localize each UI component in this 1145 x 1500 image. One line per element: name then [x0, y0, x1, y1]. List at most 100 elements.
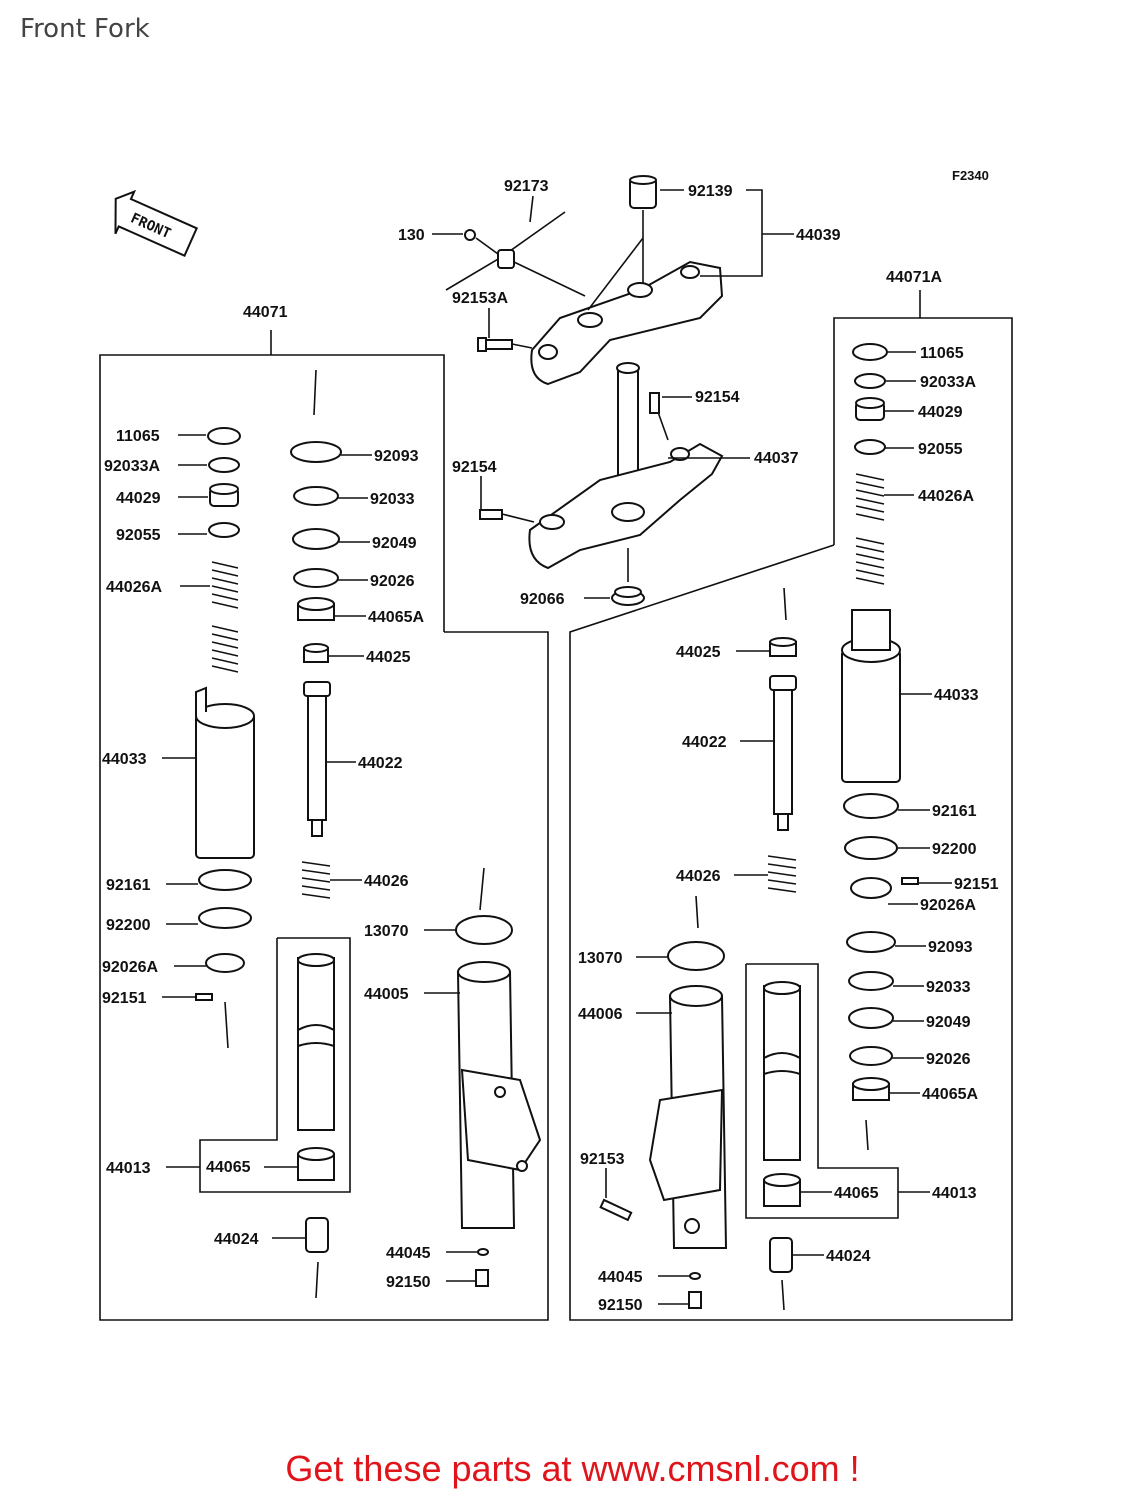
label-44026-left: 44026 [364, 873, 409, 890]
label-92154-upper: 92154 [695, 389, 740, 406]
clamp-92026A-left [205, 953, 245, 973]
dust-seal-92093-right [846, 931, 896, 953]
cap-11065-left [207, 427, 241, 445]
label-44026A-left: 44026A [106, 579, 162, 596]
exploded-parts-diagram: F2340 FRONT [99, 168, 1013, 1321]
label-92153A: 92153A [452, 290, 508, 307]
label-44026A-right: 44026A [918, 488, 974, 505]
label-92026A-right: 92026A [920, 897, 976, 914]
spacer-44033-left [195, 686, 255, 859]
bushing-44025-right [769, 637, 797, 657]
bolt-92153-right [599, 1198, 633, 1222]
spring-44026A-left [211, 561, 239, 673]
label-44039: 44039 [796, 227, 841, 244]
label-44013-left: 44013 [106, 1160, 151, 1177]
left-inner-tube-box [199, 937, 351, 1193]
upper-triple-clamp [530, 260, 724, 386]
label-92066: 92066 [520, 591, 565, 608]
spacer-44033-right [841, 609, 901, 783]
label-11065-left: 11065 [116, 428, 160, 445]
label-44006: 44006 [578, 1006, 623, 1023]
oil-seal-92049-left [292, 528, 340, 550]
bolt-130 [464, 229, 476, 241]
label-92150-right: 92150 [598, 1297, 643, 1314]
label-44022-left: 44022 [358, 755, 403, 772]
label-44033-right: 44033 [934, 687, 979, 704]
label-92150-left: 92150 [386, 1274, 431, 1291]
label-44045-right: 44045 [598, 1269, 643, 1286]
label-92049-left: 92049 [372, 535, 417, 552]
circlip-92033-left [293, 486, 339, 506]
cylinder-44022-right [769, 675, 797, 831]
oil-seal-92049-right [848, 1007, 894, 1029]
spring-seat-92161-right [843, 793, 899, 819]
cap-bolt-44029-left [209, 483, 239, 507]
outer-tube-44005 [456, 961, 542, 1229]
washer-92026-right [849, 1046, 893, 1066]
washer-92200-right [844, 836, 898, 860]
washer-44045-left [477, 1248, 489, 1256]
inner-tube-left [297, 953, 335, 1131]
spring-44026A-right [855, 473, 885, 585]
label-92026-right: 92026 [926, 1051, 971, 1068]
outer-tube-44006 [648, 985, 728, 1249]
o-ring-13070-left [455, 915, 513, 945]
label-44071: 44071 [243, 304, 288, 321]
label-44071A: 44071A [886, 269, 942, 286]
bolt-92154-lower [479, 509, 503, 520]
label-92055-right: 92055 [918, 441, 963, 458]
cylinder-44022-left [303, 681, 331, 837]
label-44024-right: 44024 [826, 1248, 871, 1265]
label-92049-right: 92049 [926, 1014, 971, 1031]
washer-92200-left [198, 907, 252, 929]
label-92033A-right: 92033A [920, 374, 976, 391]
label-44013-right: 44013 [932, 1185, 977, 1202]
label-92161-left: 92161 [106, 877, 151, 894]
figure-code: F2340 [952, 168, 989, 183]
label-13070-right: 13070 [578, 950, 623, 967]
label-92154-lower: 92154 [452, 459, 497, 476]
drain-bolt-92150-right [688, 1291, 702, 1309]
o-ring-92033A-left [208, 457, 240, 473]
label-44025-left: 44025 [366, 649, 411, 666]
promo-link[interactable]: Get these parts at www.cmsnl.com ! [285, 1448, 860, 1489]
label-92055-left: 92055 [116, 527, 161, 544]
label-44065-right: 44065 [834, 1185, 879, 1202]
cylinder-base-44024-left [305, 1217, 329, 1253]
guide-bushing-44065-right [763, 1173, 801, 1207]
cylinder-base-44024-right [769, 1237, 793, 1273]
dust-seal-92093-left [290, 441, 342, 463]
label-92026-left: 92026 [370, 573, 415, 590]
bushing-44065A-right [852, 1077, 890, 1101]
drain-bolt-92150-left [475, 1269, 489, 1287]
label-92151-left: 92151 [102, 990, 147, 1007]
seal-92066 [611, 586, 645, 606]
spring-44026-right [767, 855, 797, 893]
cap-11065-right [852, 343, 888, 361]
o-ring-13070-right [667, 941, 725, 971]
label-92093-left: 92093 [374, 448, 419, 465]
screw-92151-left [195, 993, 213, 1001]
o-ring-92055-left [208, 522, 240, 538]
inner-tube-right [763, 981, 801, 1161]
label-44025-right: 44025 [676, 644, 721, 661]
front-arrow-icon: FRONT [114, 189, 199, 258]
label-44029-left: 44029 [116, 490, 161, 507]
label-44005: 44005 [364, 986, 409, 1003]
label-44024-left: 44024 [214, 1231, 259, 1248]
label-13070-left: 13070 [364, 923, 409, 940]
clamp-92026A-right [850, 877, 892, 899]
label-44033-left: 44033 [102, 751, 147, 768]
label-92093-right: 92093 [928, 939, 973, 956]
label-44029-right: 44029 [918, 404, 963, 421]
cap-bolt-44029-right [855, 397, 885, 421]
label-44065A-right: 44065A [922, 1086, 978, 1103]
label-92173: 92173 [504, 178, 549, 195]
label-92151-right: 92151 [954, 876, 999, 893]
spring-44026-left [301, 861, 331, 899]
o-ring-92033A-right [854, 373, 886, 389]
handlebar-holder-92139 [629, 175, 657, 209]
label-92033A-left: 92033A [104, 458, 160, 475]
bushing-44065A-left [297, 597, 335, 621]
label-92200-left: 92200 [106, 917, 151, 934]
